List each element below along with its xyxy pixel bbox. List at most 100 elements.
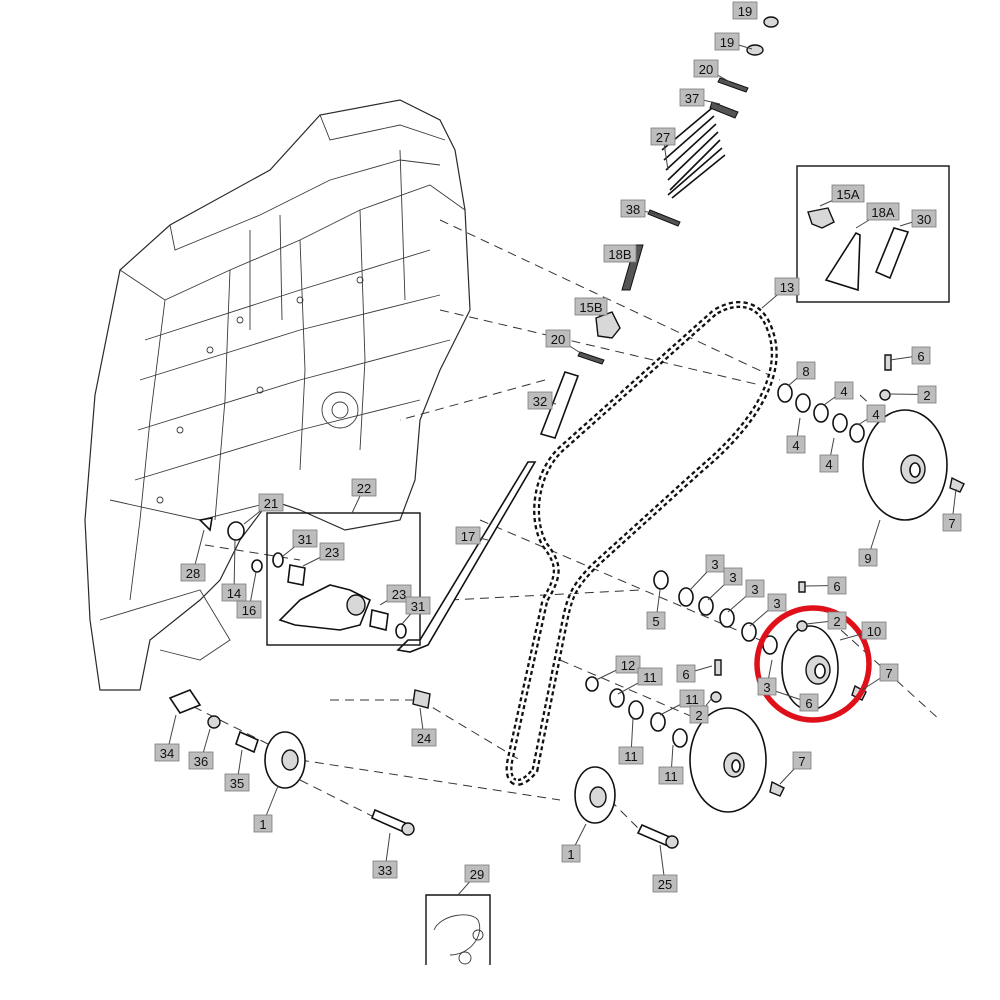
callout-text: 16 [242, 603, 256, 618]
callout-2: 2 [689, 705, 709, 724]
callout-text: 24 [417, 731, 431, 746]
callout-7: 7 [942, 513, 962, 532]
callout-text: 34 [160, 746, 174, 761]
callout-text: 4 [872, 407, 879, 422]
callout-text: 30 [917, 212, 931, 227]
callout-text: 1 [259, 817, 266, 832]
callout-text: 3 [751, 582, 758, 597]
callout-text: 20 [551, 332, 565, 347]
spring [661, 107, 726, 199]
callout-text: 1 [567, 847, 574, 862]
callout-16: 16 [236, 600, 262, 619]
upper-sprocket-assembly [777, 354, 965, 521]
callout-18a: 18A [866, 202, 900, 221]
callout-30: 30 [911, 209, 937, 228]
callout-text: 15B [579, 300, 602, 315]
roller-chain [505, 301, 778, 786]
callout-text: 2 [833, 614, 840, 629]
callout-5: 5 [646, 611, 666, 630]
callout-11: 11 [658, 766, 684, 785]
callout-29: 29 [464, 864, 490, 883]
callout-10: 10 [861, 621, 887, 640]
inset-kit-box [796, 165, 950, 303]
callout-19: 19 [714, 32, 740, 51]
callout-text: 17 [461, 529, 475, 544]
partial-box-29 [425, 894, 491, 965]
callout-text: 18B [608, 247, 631, 262]
callout-text: 32 [533, 394, 547, 409]
callout-34: 34 [154, 743, 180, 762]
callout-6: 6 [827, 576, 847, 595]
callout-text: 7 [885, 666, 892, 681]
callout-14: 14 [221, 583, 247, 602]
callout-text: 6 [682, 667, 689, 682]
callout-text: 3 [763, 680, 770, 695]
callout-text: 6 [805, 696, 812, 711]
callout-text: 14 [227, 586, 241, 601]
callout-2: 2 [827, 611, 847, 630]
callout-3: 3 [757, 677, 777, 696]
callout-28: 28 [180, 563, 206, 582]
callout-3: 3 [767, 593, 787, 612]
callout-text: 11 [624, 749, 638, 764]
callout-text: 3 [773, 596, 780, 611]
idler-pulleys [264, 731, 679, 849]
callout-6: 6 [676, 664, 696, 683]
callout-25: 25 [652, 874, 678, 893]
lower-sprocket-assembly [585, 659, 785, 813]
callout-text: 4 [825, 457, 832, 472]
callout-22: 22 [351, 478, 377, 497]
callout-33: 33 [372, 860, 398, 879]
callout-text: 25 [658, 877, 672, 892]
callout-text: 18A [871, 205, 894, 220]
callout-text: 19 [738, 4, 752, 19]
callout-text: 22 [357, 481, 371, 496]
callout-11: 11 [618, 746, 644, 765]
callout-text: 9 [864, 551, 871, 566]
callout-3: 3 [723, 567, 743, 586]
callout-4: 4 [866, 404, 886, 423]
callout-23: 23 [319, 542, 345, 561]
callout-text: 36 [194, 754, 208, 769]
callout-text: 23 [325, 545, 339, 560]
callout-8: 8 [796, 361, 816, 380]
callout-9: 9 [858, 548, 878, 567]
callout-15a: 15A [831, 184, 865, 203]
callout-text: 2 [923, 388, 930, 403]
callout-text: 21 [264, 496, 278, 511]
callout-text: 31 [298, 532, 312, 547]
callout-text: 6 [917, 349, 924, 364]
callout-20: 20 [545, 329, 571, 348]
callout-15b: 15B [574, 297, 608, 316]
callout-4: 4 [834, 381, 854, 400]
callout-text: 3 [729, 570, 736, 585]
callout-text: 10 [867, 624, 881, 639]
callout-18b: 18B [603, 244, 637, 263]
callout-text: 38 [626, 202, 640, 217]
callout-text: 7 [948, 516, 955, 531]
callout-3: 3 [705, 554, 725, 573]
callout-text: 29 [470, 867, 484, 882]
callout-text: 27 [656, 130, 670, 145]
callout-text: 20 [699, 62, 713, 77]
callout-35: 35 [224, 773, 250, 792]
callout-text: 33 [378, 863, 392, 878]
callout-6: 6 [799, 693, 819, 712]
small-parts [168, 517, 431, 754]
callout-text: 15A [836, 187, 859, 202]
callout-6: 6 [911, 346, 931, 365]
highlight-circle [754, 605, 872, 723]
callout-text: 35 [230, 776, 244, 791]
callout-text: 11 [664, 769, 678, 784]
callout-1: 1 [561, 844, 581, 863]
callout-31: 31 [405, 596, 431, 615]
callout-4: 4 [786, 435, 806, 454]
callout-11: 11 [637, 667, 663, 686]
callout-text: 2 [695, 708, 702, 723]
callout-text: 4 [792, 438, 799, 453]
callout-text: 8 [802, 364, 809, 379]
callout-21: 21 [258, 493, 284, 512]
callout-7: 7 [792, 751, 812, 770]
